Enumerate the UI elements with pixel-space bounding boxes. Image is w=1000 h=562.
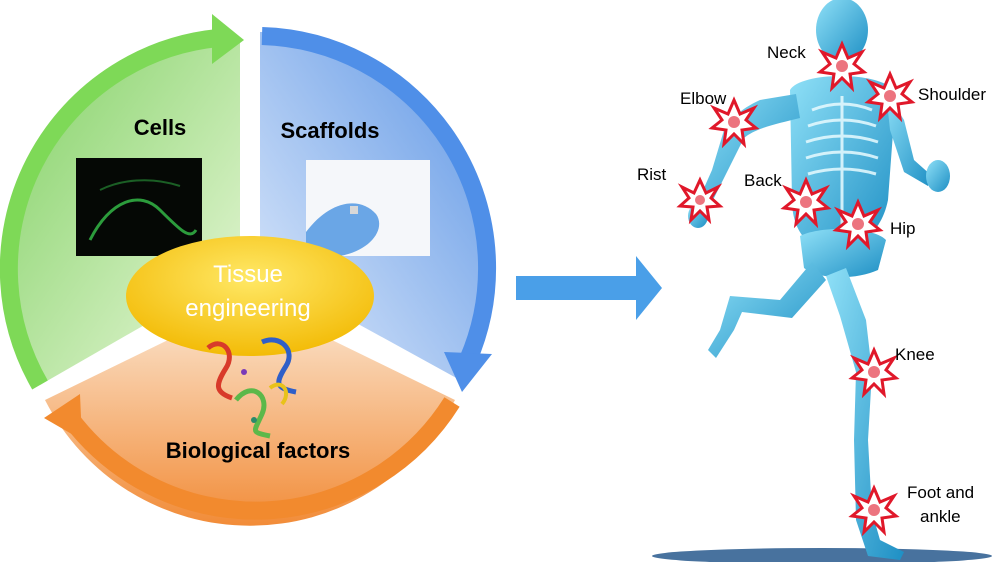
knee-injury-icon xyxy=(848,346,900,399)
right-hand xyxy=(926,160,950,192)
cells-label: Cells xyxy=(134,115,187,140)
cells-fluorescence-pattern xyxy=(88,198,198,241)
hip-label: Hip xyxy=(890,219,916,238)
left-arm xyxy=(696,94,800,214)
head xyxy=(816,0,868,62)
scaffolds-label: Scaffolds xyxy=(280,118,379,143)
gloved-finger-icon xyxy=(306,203,380,256)
back-leg xyxy=(708,262,826,358)
biological-factors-sector xyxy=(45,300,455,526)
shoulder-label: Shoulder xyxy=(918,85,986,104)
cycle-diagram: Cells Scaffolds Tissue engineering Biolo… xyxy=(0,14,496,526)
orange-arrowhead-icon xyxy=(44,394,82,440)
knee-label: Knee xyxy=(895,345,935,364)
right-arrow-icon xyxy=(516,256,662,320)
blue-cycle-arrow xyxy=(261,27,496,364)
ground-shadow xyxy=(652,548,992,562)
protein-structure-icon xyxy=(206,337,297,439)
hip-injury-icon xyxy=(832,198,884,251)
biological-factors-label: Biological factors xyxy=(166,438,351,463)
injury-markers xyxy=(676,40,916,537)
back-injury-icon xyxy=(780,176,832,229)
tissue-engineering-ellipse xyxy=(126,236,374,356)
shoulder-injury-icon xyxy=(864,70,916,123)
foot-ankle-label-line2: ankle xyxy=(920,507,961,526)
scaffold-sample xyxy=(350,206,358,214)
neck-label: Neck xyxy=(767,43,806,62)
foot-ankle-label-line1: Foot and xyxy=(907,483,974,502)
cells-microscopy-image xyxy=(76,158,202,256)
orange-cycle-arrow xyxy=(62,397,460,520)
cells-fluorescence-trace xyxy=(99,179,181,191)
green-arrowhead-icon xyxy=(212,14,244,64)
back-label: Back xyxy=(744,171,782,190)
elbow-label: Elbow xyxy=(680,89,727,108)
human-body-figure xyxy=(652,0,992,562)
green-cycle-arrow xyxy=(0,29,219,390)
neck-injury-icon xyxy=(816,40,868,93)
front-leg xyxy=(826,268,904,560)
body-part-labels: Neck Elbow Shoulder Rist Back Hip Knee F… xyxy=(637,43,986,526)
blue-arrowhead-icon xyxy=(444,352,492,392)
center-label-line2: engineering xyxy=(185,295,310,322)
rist-injury-icon xyxy=(676,176,724,225)
center-label-line1: Tissue xyxy=(213,261,283,288)
foot-ankle-injury-icon xyxy=(848,484,900,537)
rist-label: Rist xyxy=(637,165,667,184)
elbow-injury-icon xyxy=(708,96,760,149)
